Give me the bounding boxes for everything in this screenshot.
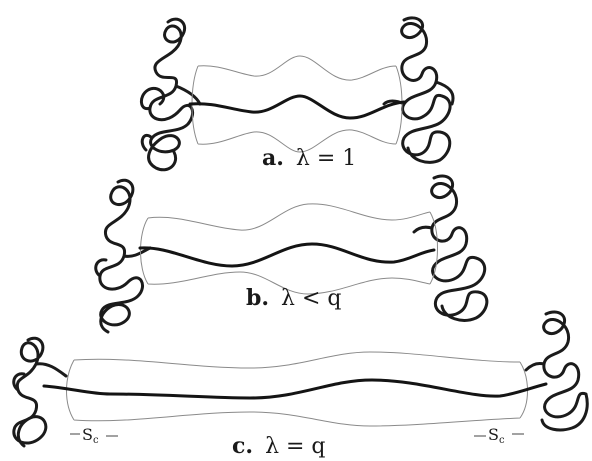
sc-right-symbol: S <box>488 425 499 444</box>
panel-a-backbone-chain <box>188 94 406 120</box>
panel-b-tube-outline <box>140 203 438 295</box>
panel-a-label: a. λ = 1 <box>262 145 356 171</box>
panel-a-right-coil <box>382 16 455 164</box>
panel-c-left-coil <box>12 336 68 448</box>
panel-a-left-coil <box>140 17 202 172</box>
panel-c: Sc Sc c. λ = q <box>12 310 589 459</box>
panel-b-label: b. λ < q <box>246 285 342 311</box>
panel-b-left-coil <box>94 178 152 334</box>
panel-a-tube-outline <box>191 55 403 153</box>
svg-text:Sc: Sc <box>82 425 99 446</box>
panel-c-left-end-label: Sc <box>70 425 118 446</box>
panel-b-right-coil <box>412 174 489 322</box>
panel-b: b. λ < q <box>94 174 489 334</box>
svg-text:Sc: Sc <box>488 425 505 446</box>
panel-c-label: c. λ = q <box>232 433 326 459</box>
panel-a: a. λ = 1 <box>140 16 455 172</box>
panel-c-tube-outline <box>66 351 528 427</box>
panel-c-right-coil <box>524 310 589 432</box>
panel-c-backbone-chain <box>42 378 548 400</box>
sc-right-subscript: c <box>499 435 505 446</box>
panel-c-right-end-label: Sc <box>474 425 524 446</box>
sc-left-subscript: c <box>93 435 99 446</box>
sc-left-symbol: S <box>82 425 93 444</box>
panel-b-backbone-chain <box>138 242 436 268</box>
